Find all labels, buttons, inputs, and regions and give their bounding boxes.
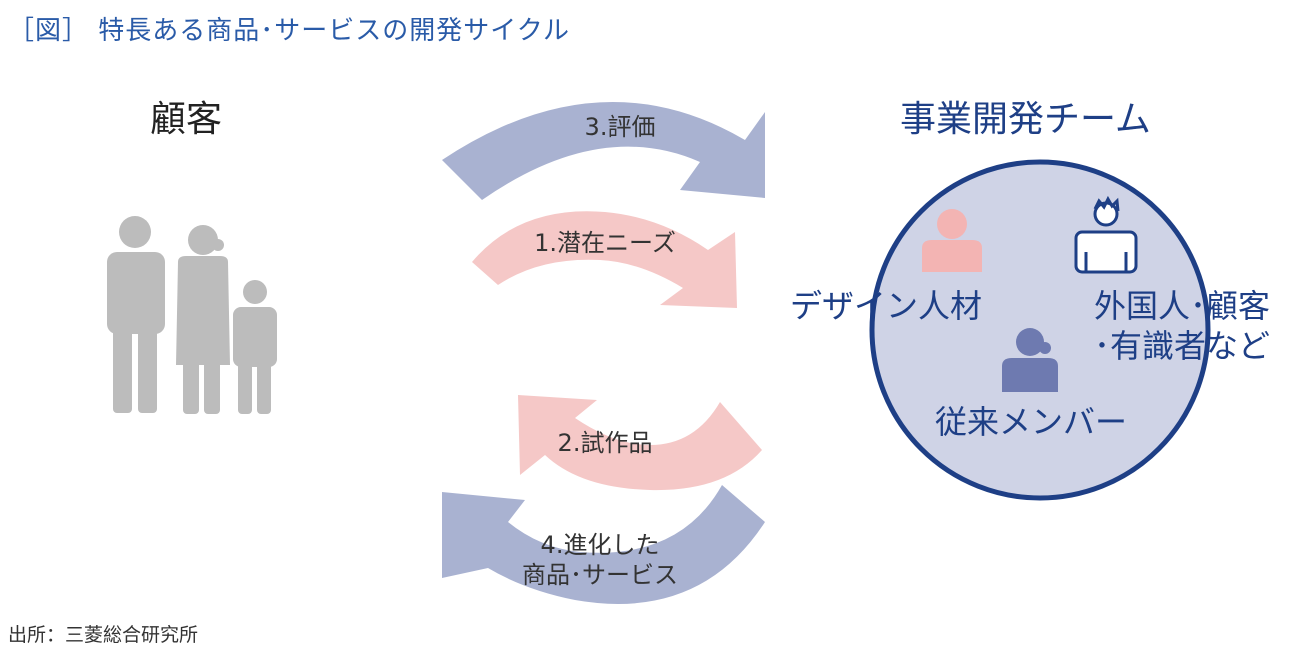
foreigner-label-line2: ･有識者など [1093,327,1270,365]
evaluation-label: 3.評価 [584,113,656,141]
source-note: 出所：三菱総合研究所 [8,624,199,646]
designer-label: デザイン人材 [790,287,983,325]
evaluation-arrow [442,101,765,200]
team-label: 事業開発チーム [900,99,1151,140]
prototype-arrow [518,395,762,491]
evolved-label-line1: 4.進化した [540,531,660,559]
customer-label: 顧客 [150,99,223,140]
foreigner-label: 外国人･顧客 ･有識者など [1070,286,1270,366]
foreigner-icon [1074,195,1138,274]
evolved-arrow [442,485,765,604]
foreigner-label-line1: 外国人･顧客 [1093,287,1270,325]
evolved-label-line2: 商品･サービス [522,561,678,589]
existing-member-icon [1002,328,1058,392]
needs-arrow [472,211,737,308]
figure-title: ［図］ 特長ある商品･サービスの開発サイクル [8,16,570,46]
evolved-label: 4.進化した 商品･サービス [495,530,705,590]
designer-icon [922,209,982,272]
family-icon [107,216,277,414]
needs-label: 1.潜在ニーズ [534,229,676,257]
existing-member-label: 従来メンバー [935,403,1128,441]
prototype-label: 2.試作品 [557,429,653,457]
